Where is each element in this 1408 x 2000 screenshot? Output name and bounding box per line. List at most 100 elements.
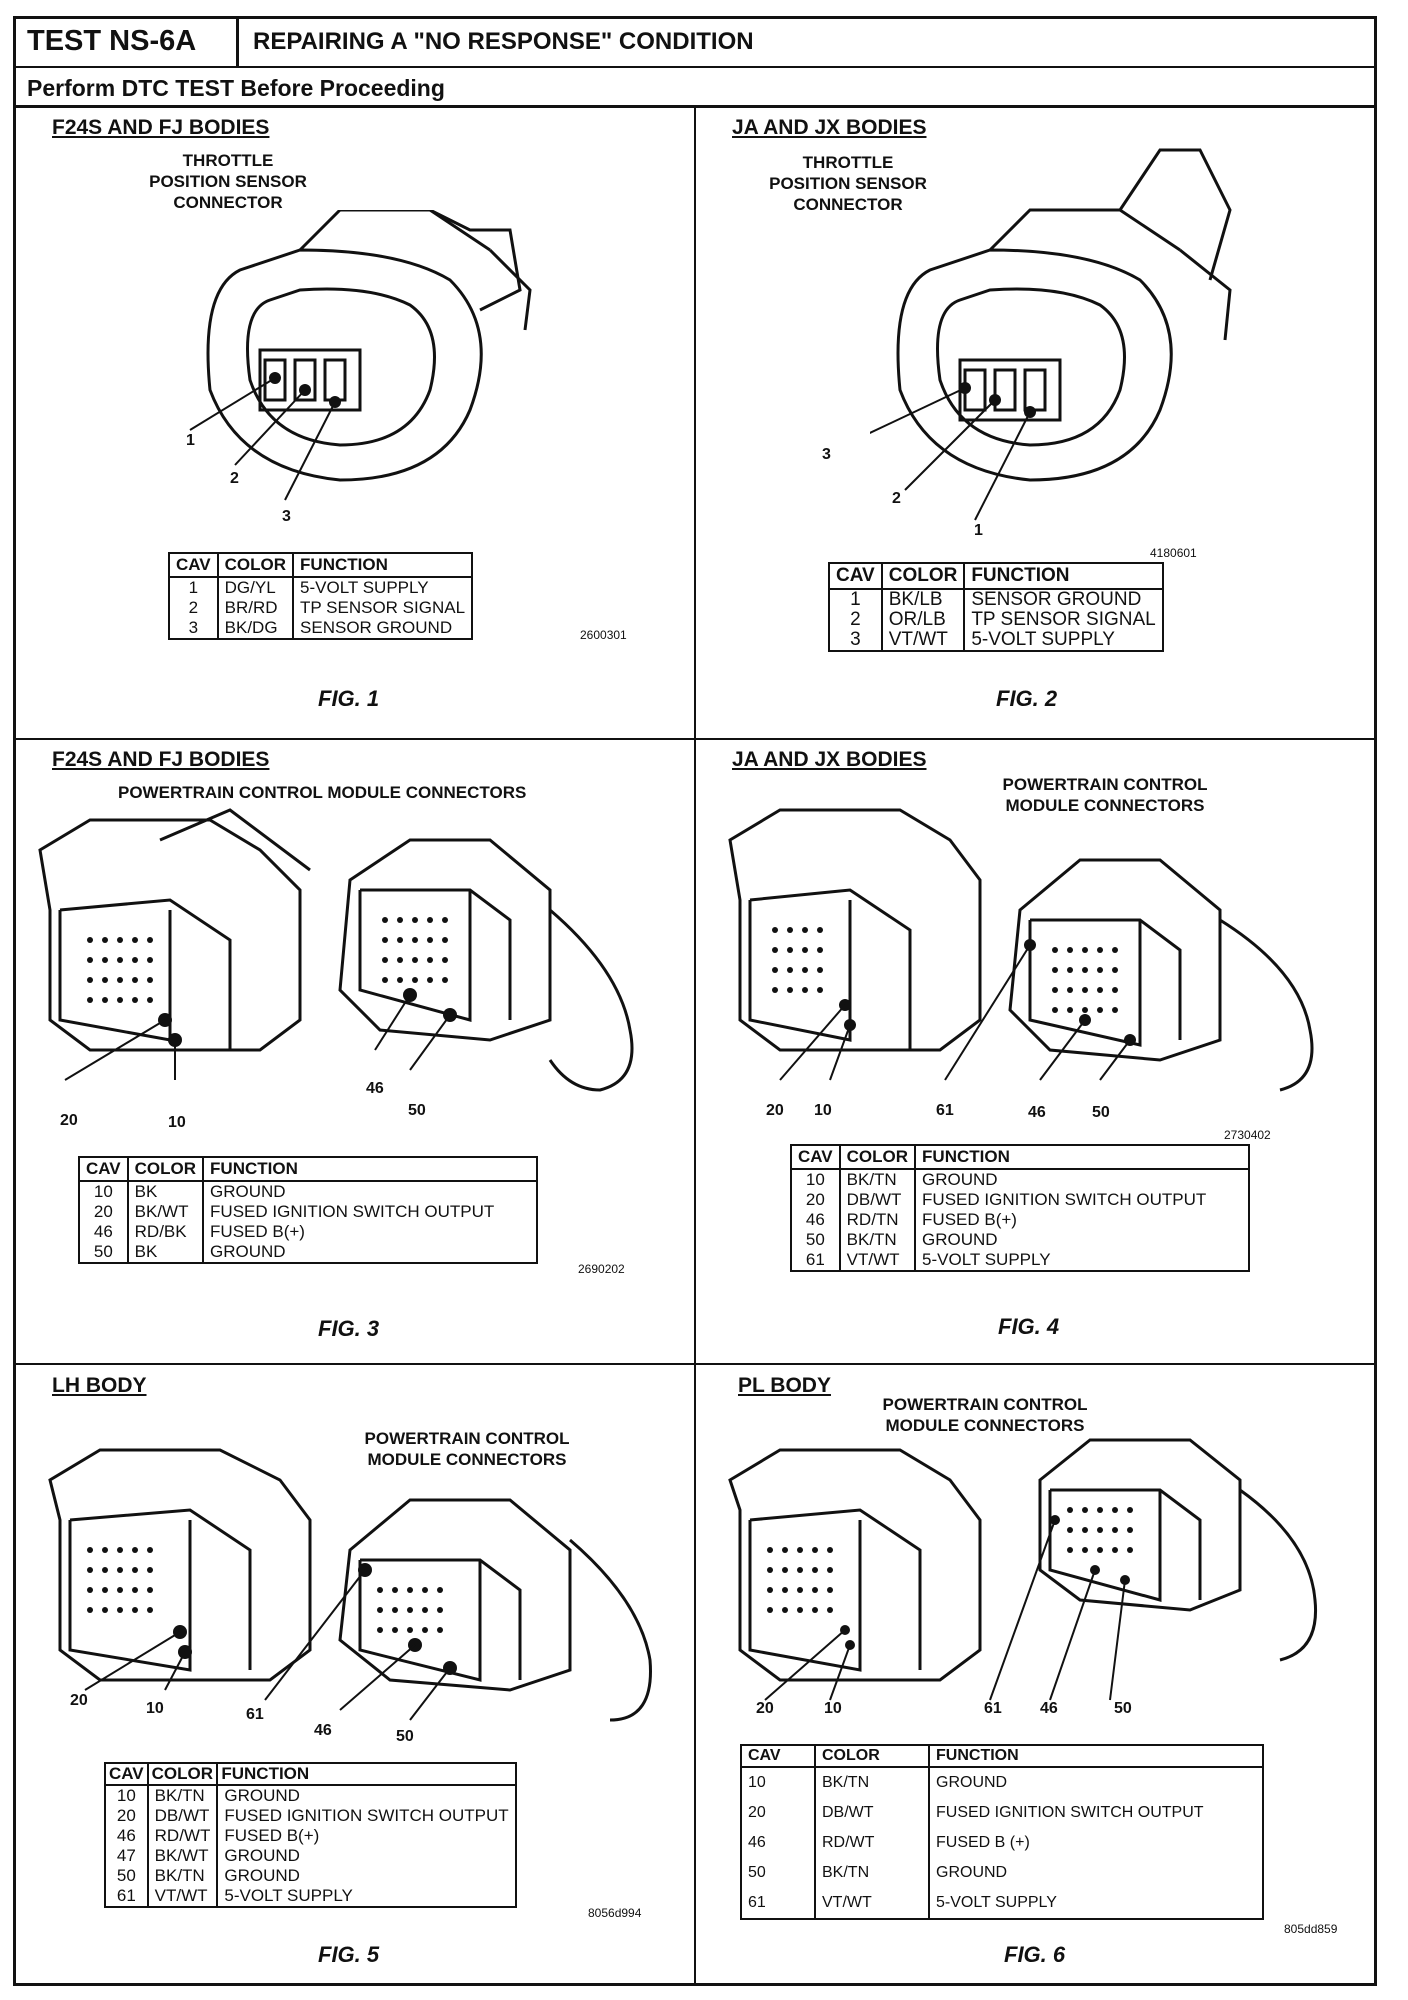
col-header: FUNCTION bbox=[928, 1744, 1264, 1768]
page-subtitle: Perform DTC TEST Before Proceeding bbox=[13, 68, 1377, 108]
pcm-connectors-diagram-6 bbox=[720, 1430, 1360, 1730]
pin-label: 10 bbox=[814, 1102, 832, 1119]
col-header: FUNCTION bbox=[914, 1144, 1251, 1170]
panel-1-title: F24S AND FJ BODIES bbox=[52, 116, 270, 139]
col-header: CAV bbox=[78, 1156, 129, 1182]
figure-code: 8056d994 bbox=[588, 1906, 642, 1920]
col-header: COLOR bbox=[146, 1762, 219, 1786]
figure-code: 805dd859 bbox=[1284, 1922, 1338, 1936]
panel-4-connector-label: POWERTRAIN CONTROL MODULE CONNECTORS bbox=[1002, 775, 1208, 815]
pin-label: 2 bbox=[892, 490, 901, 507]
pin-label: 61 bbox=[936, 1102, 954, 1119]
figure-caption: FIG. 1 bbox=[318, 686, 380, 711]
panel-5-title: LH BODY bbox=[52, 1374, 147, 1397]
pin-label: 61 bbox=[246, 1706, 264, 1723]
header: TEST NS-6A REPAIRING A "NO RESPONSE" CON… bbox=[13, 16, 1377, 68]
pin-label: 20 bbox=[766, 1102, 784, 1119]
row-divider-2 bbox=[13, 1363, 1377, 1365]
pin-label: 3 bbox=[282, 508, 291, 525]
row-divider-1 bbox=[13, 738, 1377, 740]
panel-3-connector-label: POWERTRAIN CONTROL MODULE CONNECTORS bbox=[118, 783, 527, 802]
col-header: COLOR bbox=[838, 1144, 917, 1170]
page-title: REPAIRING A "NO RESPONSE" CONDITION bbox=[253, 28, 754, 55]
panel-4-title: JA AND JX BODIES bbox=[732, 748, 927, 771]
pin-label: 20 bbox=[70, 1692, 88, 1709]
column-divider bbox=[694, 108, 696, 1986]
col-header: COLOR bbox=[814, 1744, 930, 1768]
panel-2-connector-label: THROTTLE POSITION SENSOR CONNECTOR bbox=[769, 153, 927, 214]
pin-label: 61 bbox=[984, 1700, 1002, 1717]
panel-1-connector-label: THROTTLE POSITION SENSOR CONNECTOR bbox=[149, 151, 307, 212]
figure-caption: FIG. 6 bbox=[1004, 1942, 1066, 1967]
figure-caption: FIG. 4 bbox=[998, 1314, 1060, 1339]
figure-code: 2730402 bbox=[1224, 1128, 1271, 1142]
pin-label: 50 bbox=[408, 1102, 426, 1119]
pin-label: 46 bbox=[1028, 1104, 1046, 1121]
pin-label: 3 bbox=[822, 446, 831, 463]
pcm-connectors-diagram-3 bbox=[30, 790, 680, 1110]
pin-label: 20 bbox=[756, 1700, 774, 1717]
col-header: FUNCTION bbox=[292, 552, 474, 578]
figure-code: 2600301 bbox=[580, 628, 627, 642]
figure-caption: FIG. 2 bbox=[996, 686, 1058, 711]
tps-connector-diagram-1 bbox=[180, 210, 560, 530]
panel-5-connector-label: POWERTRAIN CONTROL MODULE CONNECTORS bbox=[364, 1429, 570, 1469]
col-header: CAV bbox=[168, 552, 219, 578]
panel-2-title: JA AND JX BODIES bbox=[732, 116, 927, 139]
col-header: COLOR bbox=[216, 552, 295, 578]
col-header: CAV bbox=[828, 562, 883, 590]
pin-label: 50 bbox=[1114, 1700, 1132, 1717]
pin-label: 50 bbox=[396, 1728, 414, 1745]
figure-caption: FIG. 5 bbox=[318, 1942, 380, 1967]
pin-label: 20 bbox=[60, 1112, 78, 1129]
figure-caption: FIG. 3 bbox=[318, 1316, 380, 1341]
pin-label: 1 bbox=[974, 522, 983, 539]
pcm-connectors-diagram-5 bbox=[40, 1420, 680, 1740]
pin-label: 46 bbox=[366, 1080, 384, 1097]
test-id: TEST NS-6A bbox=[13, 16, 239, 66]
pin-label: 1 bbox=[186, 432, 195, 449]
pin-label: 10 bbox=[168, 1114, 186, 1131]
pin-label: 46 bbox=[314, 1722, 332, 1739]
col-header: CAV bbox=[740, 1744, 816, 1768]
col-header: FUNCTION bbox=[202, 1156, 539, 1182]
figure-code: 4180601 bbox=[1150, 546, 1197, 560]
tps-connector-diagram-2 bbox=[870, 140, 1270, 540]
col-header: COLOR bbox=[880, 562, 966, 590]
panel-3-title: F24S AND FJ BODIES bbox=[52, 748, 270, 771]
pin-label: 10 bbox=[824, 1700, 842, 1717]
pin-label: 2 bbox=[230, 470, 239, 487]
col-header: CAV bbox=[790, 1144, 841, 1170]
panel-6-connector-label: POWERTRAIN CONTROL MODULE CONNECTORS bbox=[882, 1395, 1088, 1435]
figure-code: 2690202 bbox=[578, 1262, 625, 1276]
pin-label: 46 bbox=[1040, 1700, 1058, 1717]
pin-label: 50 bbox=[1092, 1104, 1110, 1121]
panel-6-title: PL BODY bbox=[738, 1374, 831, 1397]
